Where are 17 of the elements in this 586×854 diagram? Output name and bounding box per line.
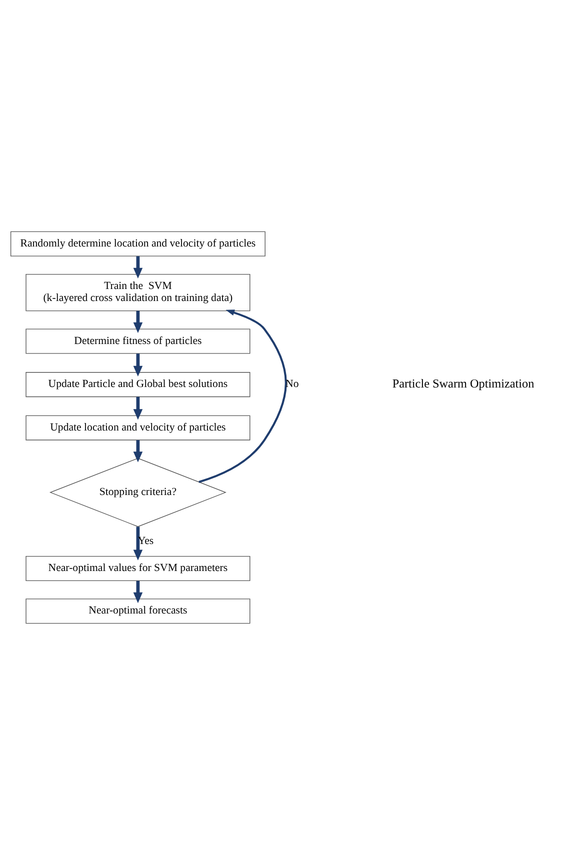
arrow (198, 309, 287, 482)
arrow (133, 256, 143, 278)
node-box: Near-optimal forecasts (26, 598, 250, 624)
arrow (133, 526, 143, 560)
arrow (133, 310, 143, 333)
arrow (133, 440, 143, 462)
node-box: Randomly determine location and velocity of particles (10, 230, 266, 256)
arrow (133, 396, 143, 420)
node-box: Near-optimal values for SVM parameters (26, 556, 250, 581)
label: Particle Swarm Optimization (392, 376, 534, 390)
node-box: Update location and velocity of particles (26, 414, 250, 440)
node-diamond: Stopping criteria? (49, 457, 226, 526)
node-box: Update Particle and Global best solutions (26, 372, 250, 397)
arrow (133, 580, 143, 603)
node-box: Train the SVM (k-layered cross validation on training data) (26, 273, 250, 311)
node-box: Determine fitness of particles (26, 328, 250, 354)
arrow (133, 353, 143, 376)
